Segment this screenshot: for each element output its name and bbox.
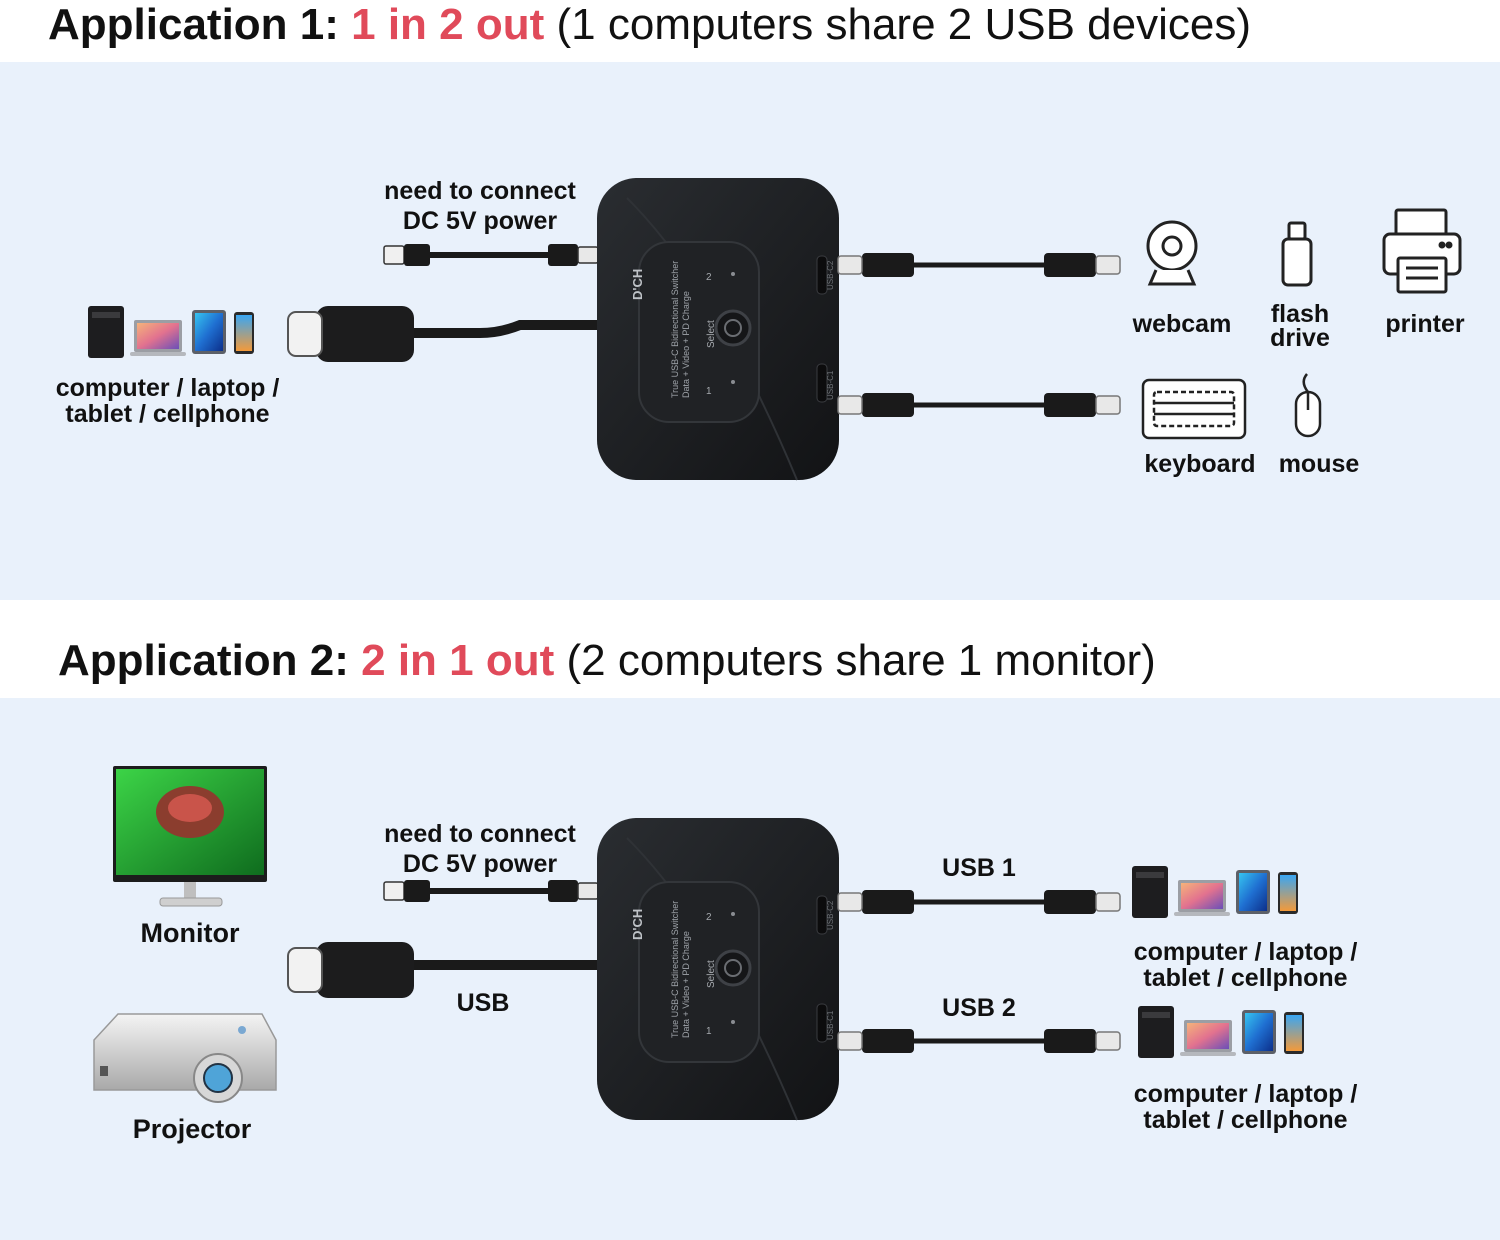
monitor-icon (113, 766, 267, 907)
device2-brand-text: D'CH (630, 909, 645, 940)
app2-target1-line1: computer / laptop / (1133, 938, 1358, 966)
device1-model-text: True USB-C Bidirectional Switcher Data +… (670, 261, 692, 398)
device1-model-line1: True USB-C Bidirectional Switcher (670, 260, 680, 398)
usb-label: USB (456, 989, 510, 1017)
app1-source-line1: computer / laptop / (55, 374, 280, 402)
app2-title: Application 2: 2 in 1 out (2 computers s… (58, 636, 1500, 686)
device2-port2-text: 2 (706, 912, 712, 923)
device1-port1: 1 (706, 386, 712, 397)
app2-diagram (93, 766, 1304, 1122)
output-cable-2 (837, 392, 1121, 418)
device1-model-line2: Data + Video + PD Charge (681, 291, 691, 398)
flash-drive-line1: flash (1270, 300, 1330, 328)
app2-title-suffix: (2 computers share 1 monitor) (566, 636, 1156, 685)
device2-model-line1: True USB-C Bidirectional Switcher (670, 900, 680, 1038)
app2-target1-label: computer / laptop / tablet / cellphone (1118, 939, 1373, 991)
app2-power-line1: need to connect (384, 820, 576, 848)
power-cable (383, 244, 599, 266)
printer-label: printer (1385, 310, 1465, 338)
app1-power-line2: DC 5V power (402, 207, 558, 235)
source-devices-icon (88, 306, 254, 358)
output-cable-1 (837, 252, 1121, 278)
webcam-icon (1146, 220, 1198, 286)
flash-drive-icon (1281, 221, 1313, 287)
device1-port2: 2 (706, 272, 712, 283)
device1-port-c2: USB-C2 (826, 260, 835, 290)
webcam-label: webcam (1132, 310, 1232, 338)
device2-port-c1: USB-C1 (826, 1010, 835, 1040)
mouse-icon (1294, 373, 1322, 438)
app2-title-highlight: 2 in 1 out (361, 636, 555, 685)
app1-title: Application 1: 1 in 2 out (1 computers s… (48, 0, 1500, 50)
device1-select-text: Select (706, 320, 717, 348)
app2-target2-line2: tablet / cellphone (1143, 1106, 1348, 1134)
app1-diagram (88, 176, 1462, 482)
app1-power-label: need to connect DC 5V power (360, 178, 600, 234)
usb1-label: USB 1 (942, 854, 1016, 882)
app1-title-highlight: 1 in 2 out (351, 0, 545, 49)
input-cable-1 (837, 889, 1121, 915)
app1-source-label: computer / laptop / tablet / cellphone (40, 375, 295, 427)
usb-switch-device (595, 176, 841, 482)
device2-port-c2: USB-C2 (826, 900, 835, 930)
projector-icon (93, 1013, 277, 1103)
mouse-label: mouse (1278, 450, 1360, 478)
device1-c2-text: USB-C2 (826, 261, 835, 290)
host-usb-c-cable (287, 306, 600, 362)
device1-brand: D'CH (630, 268, 645, 300)
device2-c2-text: USB-C2 (826, 901, 835, 930)
keyboard-icon (1141, 378, 1247, 440)
device2-port1: 1 (706, 1026, 712, 1037)
monitor-label: Monitor (140, 918, 240, 948)
device2-model-text: True USB-C Bidirectional Switcher Data +… (670, 901, 692, 1038)
app1-title-prefix: Application 1: (48, 0, 339, 49)
device2-select-text: Select (706, 960, 717, 988)
keyboard-label: keyboard (1144, 450, 1256, 478)
device2-select: Select (706, 960, 717, 988)
device1-port-c1: USB-C1 (826, 370, 835, 400)
input-cable-2 (837, 1028, 1121, 1054)
device2-brand: D'CH (630, 908, 645, 940)
device2-model-line2: Data + Video + PD Charge (681, 931, 691, 1038)
flash-drive-label: flash drive (1250, 300, 1350, 352)
app2-target1-line2: tablet / cellphone (1143, 964, 1348, 992)
power-cable-2 (383, 880, 599, 902)
host-devices-icon-1 (1132, 866, 1298, 918)
app1-power-line1: need to connect (384, 177, 576, 205)
app1-source-line2: tablet / cellphone (65, 400, 270, 428)
host-devices-icon-2 (1138, 1006, 1304, 1058)
app1-title-suffix: (1 computers share 2 USB devices) (556, 0, 1252, 49)
usb2-label: USB 2 (942, 994, 1016, 1022)
usb-switch-device-2 (595, 816, 841, 1122)
device1-port1-text: 1 (706, 386, 712, 397)
device2-port1-text: 1 (706, 1026, 712, 1037)
device2-c1-text: USB-C1 (826, 1011, 835, 1040)
device1-select: Select (706, 320, 717, 348)
app2-target2-label: computer / laptop / tablet / cellphone (1118, 1081, 1373, 1133)
flash-drive-line2: drive (1270, 324, 1330, 352)
app2-target2-line1: computer / laptop / (1133, 1080, 1358, 1108)
display-usb-c-cable (287, 942, 600, 998)
printer-icon (1382, 208, 1462, 294)
projector-label: Projector (132, 1114, 252, 1144)
device2-port2: 2 (706, 912, 712, 923)
device1-port2-text: 2 (706, 272, 712, 283)
app2-power-line2: DC 5V power (402, 850, 558, 878)
app2-power-label: need to connect DC 5V power (360, 821, 600, 877)
device1-brand-text: D'CH (630, 269, 645, 300)
device1-c1-text: USB-C1 (826, 371, 835, 400)
app2-title-prefix: Application 2: (58, 636, 349, 685)
